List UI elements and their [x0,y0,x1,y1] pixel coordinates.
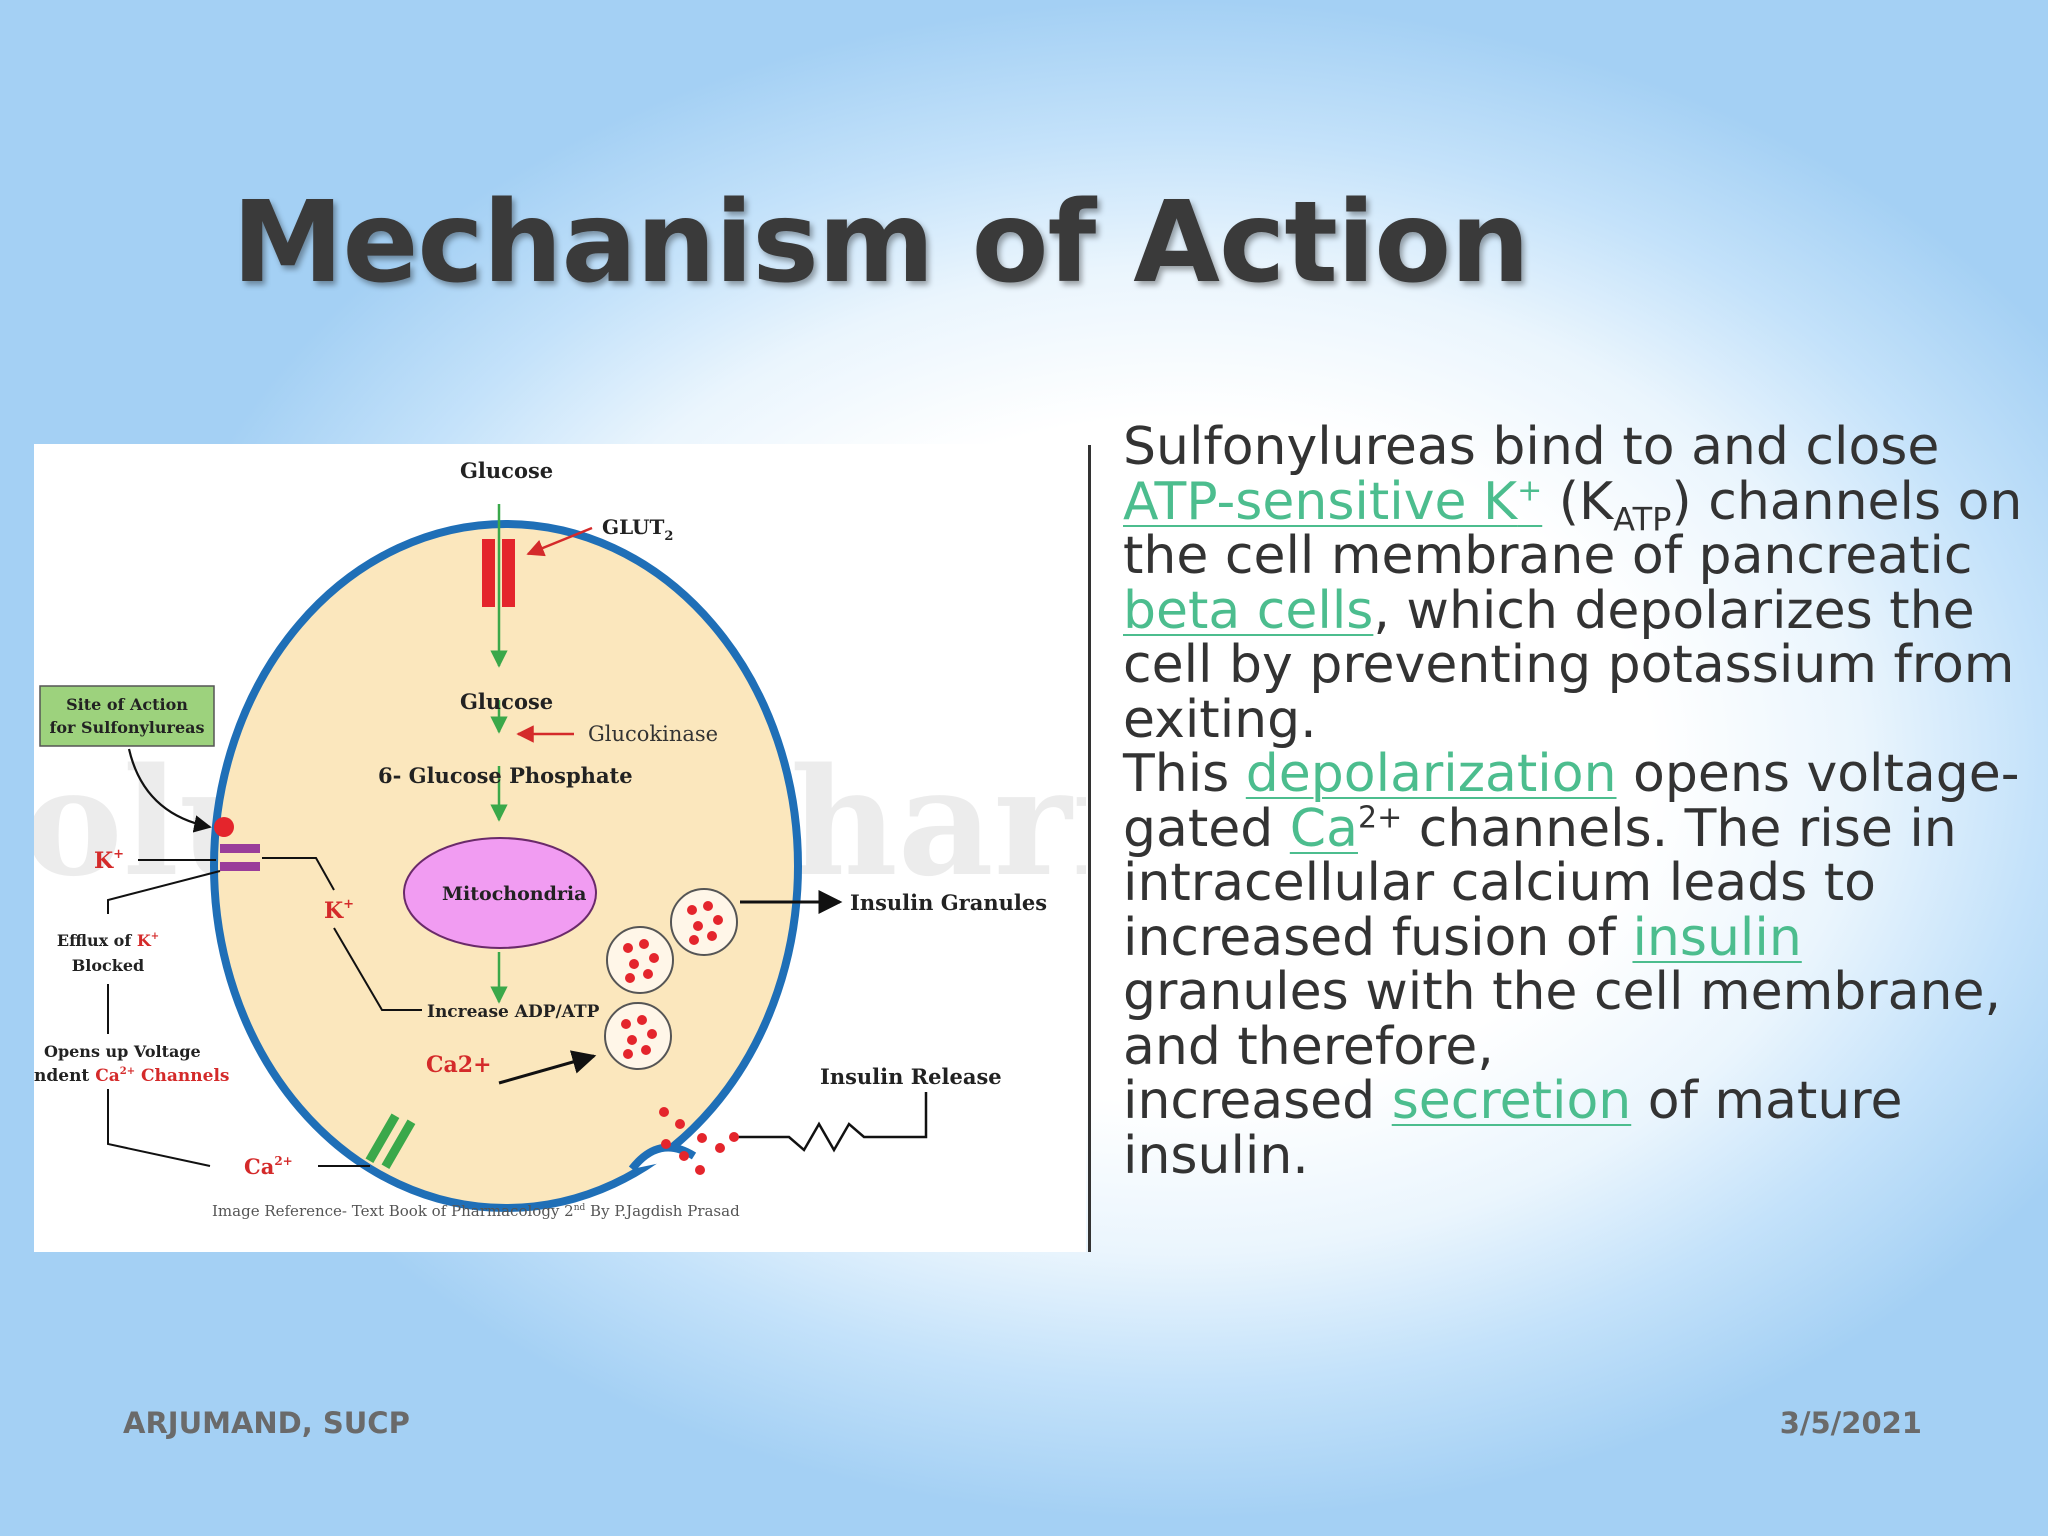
slide-title: Mechanism of Action [232,178,1530,308]
label-increase-adp: Increase ADP/ATP [427,1002,600,1022]
label-site-line2: for Sulfonylureas [50,718,205,737]
link-depolarization[interactable]: depolarization [1245,744,1617,804]
link-atp-sensitive-k[interactable]: ATP-sensitive K+ [1123,471,1543,532]
mitochondria-shape [403,837,597,949]
label-opens-line2: ndent Ca2+ Channels [34,1066,229,1086]
granules [604,888,738,1175]
exocytosis-notch [628,1143,697,1172]
opens-connector-bottom [107,1089,211,1167]
efflux-connector-top [107,870,221,914]
label-glut2: GLUT2 [602,515,673,544]
label-mitochondria: Mitochondria [442,883,586,905]
label-g6p: 6- Glucose Phosphate [378,763,633,788]
label-efflux-line1: Efflux of K+ [57,931,159,950]
label-insulin-granules: Insulin Granules [850,890,1047,915]
k-in-connector [262,857,335,891]
insulin-release-endpoint [729,1132,739,1142]
link-ca[interactable]: Ca [1289,798,1358,859]
label-k-inside: K+ [324,897,354,924]
image-reference: Image Reference- Text Book of Pharmacolo… [212,1202,740,1220]
katp-channel-top [220,844,260,853]
link-insulin[interactable]: insulin [1632,907,1802,968]
label-opens-line1: Opens up Voltage [44,1042,201,1061]
site-of-action-pointer [127,748,212,833]
granule-3 [604,1002,672,1070]
ca-channel-left [365,1113,400,1164]
ca-channel-right [381,1119,416,1170]
label-insulin-release: Insulin Release [820,1064,1002,1089]
link-beta-cells[interactable]: beta cells [1123,580,1374,641]
label-efflux-line2: Blocked [72,956,144,975]
label-glucose-top: Glucose [460,458,553,483]
insulin-release-line [734,1092,928,1153]
beta-cell-diagram-svg: olution-Pharmacy [34,458,1086,1220]
link-secretion[interactable]: secretion [1391,1071,1632,1131]
k-in-to-adp [333,927,422,1011]
glut2-channel-right [502,539,515,607]
mechanism-description: Sulfonylureas bind to and close ATP-sens… [1123,417,2023,1186]
label-ca-bottom: Ca2+ [244,1154,293,1179]
label-site-line1: Site of Action [66,695,188,714]
text-segment: Sulfonylureas bind to and close [1123,417,1940,477]
ca-arrow [498,1050,597,1085]
granule-2 [606,926,674,994]
vertical-divider [1088,445,1091,1252]
glut2-pointer [526,526,593,557]
granule-1 [670,888,738,956]
label-ca-inside: Ca2+ [426,1052,492,1078]
glut2-channel-left [482,539,495,607]
katp-channel-bottom [220,862,260,871]
mechanism-diagram: olution-Pharmacy [34,444,1086,1252]
footer-author: ARJUMAND, SUCP [123,1406,410,1440]
site-of-action-box [39,685,215,747]
footer-date: 3/5/2021 [1779,1406,1922,1440]
label-glucokinase: Glucokinase [588,722,718,746]
label-k-outside: K+ [94,847,124,874]
label-glucose-inside: Glucose [460,689,553,714]
sulfonylurea-binding-site [214,817,234,837]
